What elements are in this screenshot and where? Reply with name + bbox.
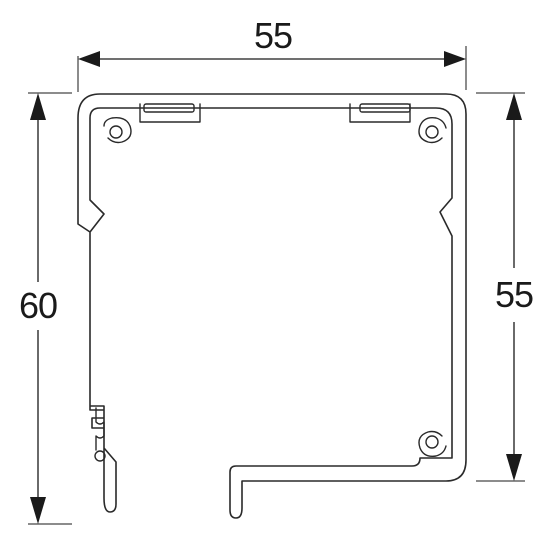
left-clip-hole	[94, 450, 106, 462]
top-right-screw-channel	[418, 116, 447, 144]
profile-section	[77, 93, 467, 519]
top-right-arrowhead	[444, 51, 466, 67]
top-left-slot-lip	[139, 103, 201, 123]
left-bottom-arrowhead	[30, 497, 46, 524]
profile-outer-wall	[77, 93, 467, 519]
left-top-arrowhead	[30, 93, 46, 120]
top-width-dimension: 55	[77, 15, 467, 92]
bottom-right-screw-channel	[418, 430, 447, 458]
right-bottom-arrowhead	[506, 454, 522, 481]
left-height-dimension: 60	[19, 92, 72, 525]
right-height-label: 55	[495, 274, 533, 315]
right-height-dimension: 55	[476, 92, 534, 482]
left-height-label: 60	[19, 285, 57, 326]
top-left-slot	[143, 103, 195, 113]
top-right-screw-hole	[425, 125, 439, 139]
right-top-arrowhead	[506, 93, 522, 120]
bottom-right-screw-hole	[425, 435, 439, 449]
top-left-screw-channel	[103, 116, 132, 144]
left-clip-detail	[95, 407, 105, 451]
top-left-screw-hole	[109, 125, 123, 139]
top-width-label: 55	[254, 15, 292, 56]
top-left-arrowhead	[78, 51, 100, 67]
top-right-slot-lip	[349, 103, 411, 123]
